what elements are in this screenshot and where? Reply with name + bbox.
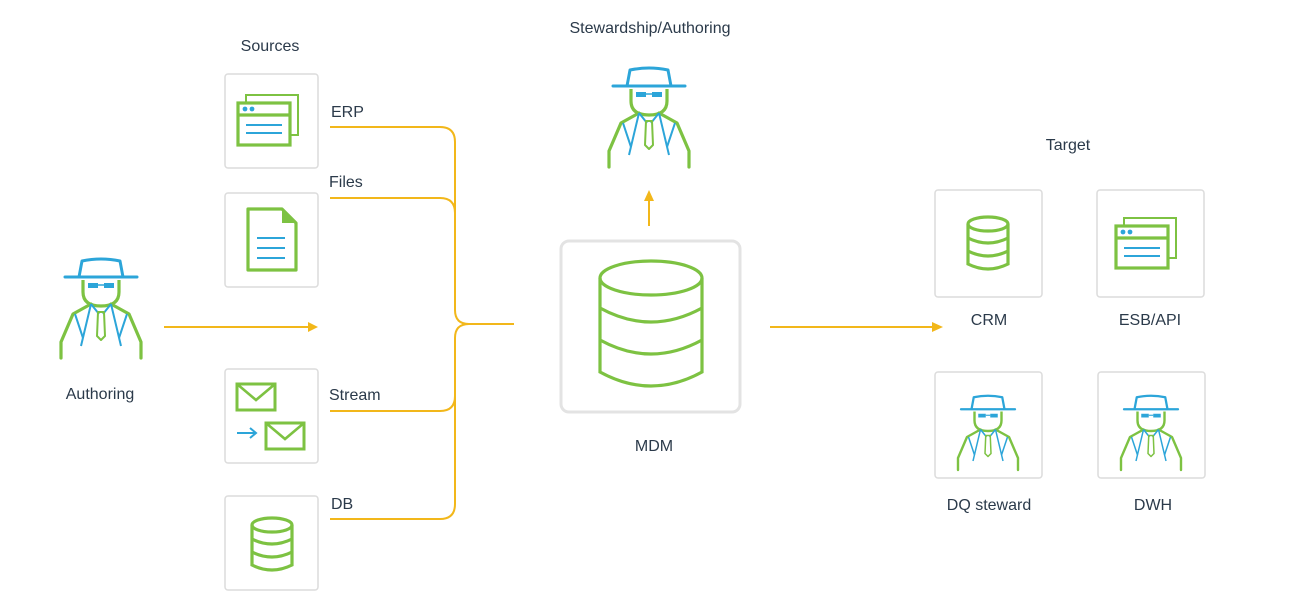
target-label-dq-steward: DQ steward (946, 497, 1032, 514)
target-box-dq-steward[interactable] (934, 371, 1043, 479)
mdm-database-icon (598, 259, 704, 388)
source-label-files: Files (329, 174, 363, 191)
target-label-dwh: DWH (1133, 497, 1173, 514)
mdm-box[interactable] (559, 239, 742, 414)
source-label-stream: Stream (329, 387, 381, 404)
source-box-erp[interactable] (224, 73, 319, 169)
authoring-label: Authoring (65, 386, 135, 403)
authoring-person-icon (59, 257, 143, 360)
stewardship-arrow (644, 190, 654, 226)
target-label-esb-api: ESB/API (1118, 312, 1182, 329)
target-box-crm[interactable] (934, 189, 1043, 298)
target-heading: Target (1045, 137, 1091, 154)
document-icon (246, 207, 298, 272)
envelope-stream-icon (235, 382, 306, 451)
source-label-erp: ERP (331, 104, 364, 121)
browser-window-icon (236, 93, 300, 147)
steward-person-icon (607, 66, 691, 169)
browser-window-icon (1114, 216, 1178, 270)
target-box-esb-api[interactable] (1096, 189, 1205, 298)
sources-heading: Sources (240, 38, 300, 55)
source-box-db[interactable] (224, 495, 319, 591)
mdm-label: MDM (634, 438, 674, 455)
source-box-stream[interactable] (224, 368, 319, 464)
target-label-crm: CRM (970, 312, 1008, 329)
authoring-arrow (164, 322, 318, 332)
stewardship-heading: Stewardship/Authoring (569, 20, 731, 37)
source-label-db: DB (331, 496, 354, 513)
source-connectors (330, 126, 514, 520)
source-box-files[interactable] (224, 192, 319, 288)
target-box-dwh[interactable] (1097, 371, 1206, 479)
target-arrow (770, 322, 943, 332)
